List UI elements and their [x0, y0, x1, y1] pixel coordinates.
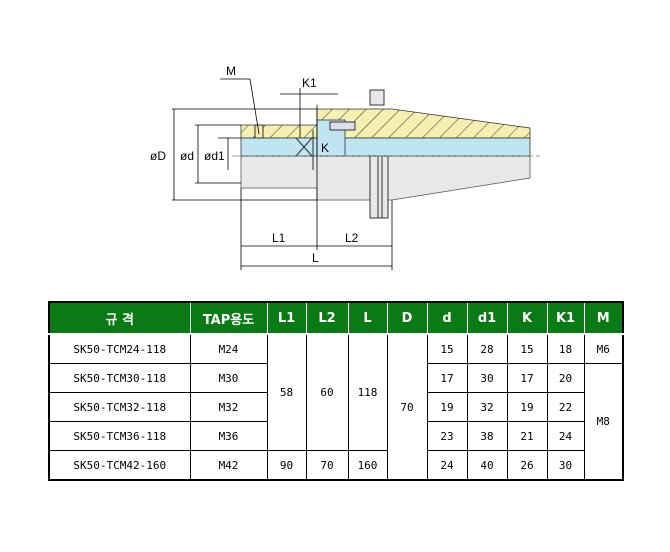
table-row: SK50-TCM42-160 M42 90 70 160 24 40 26 30 [48, 450, 623, 481]
col-model: 규 격 [48, 301, 191, 335]
cell-K1: 20 [546, 363, 585, 393]
cell-d1: 30 [466, 363, 508, 393]
cell-L2: 70 [305, 450, 349, 481]
table-row: SK50-TCM24-118 M24 58 60 118 70 15 28 15… [48, 333, 624, 481]
label-K: K [321, 141, 329, 155]
col-tap: TAP용도 [189, 301, 268, 335]
col-M: M [583, 301, 624, 335]
cell-D: 70 [386, 333, 428, 481]
cell-d: 23 [426, 421, 468, 451]
table-header-row: 규 격 TAP용도 L1 L2 L D d d1 K K1 M [48, 301, 624, 335]
cell-tap: M36 [189, 421, 268, 451]
col-d: d [426, 301, 468, 335]
label-d1: ød1 [204, 149, 225, 163]
cell-K: 19 [506, 392, 548, 422]
cell-tap: M42 [189, 450, 268, 481]
cell-K: 26 [506, 450, 548, 481]
cell-K1: 18 [546, 333, 585, 364]
col-K: K [506, 301, 548, 335]
cell-K: 17 [506, 363, 548, 393]
cell-tap: M30 [189, 363, 268, 393]
cell-K1: 30 [546, 450, 585, 481]
cell-L: 118 [347, 333, 388, 451]
col-L: L [347, 301, 388, 335]
col-D: D [386, 301, 428, 335]
cell-K1: 22 [546, 392, 585, 422]
cell-L1: 58 [266, 333, 307, 451]
flange [369, 89, 385, 106]
cell-d: 17 [426, 363, 468, 393]
cell-model: SK50-TCM30-118 [48, 363, 191, 393]
col-d1: d1 [466, 301, 508, 335]
bore-section [240, 137, 531, 157]
spec-table: 규 격 TAP용도 L1 L2 L D d d1 K K1 M SK50-TCM… [48, 301, 624, 481]
cell-d1: 32 [466, 392, 508, 422]
cell-model: SK50-TCM36-118 [48, 421, 191, 451]
label-L1: L1 [272, 231, 286, 245]
cell-L1: 90 [266, 450, 307, 481]
cell-d: 15 [426, 333, 468, 364]
cell-L2: 60 [305, 333, 349, 451]
cell-M: M8 [583, 363, 624, 481]
cell-M: M6 [583, 333, 624, 364]
cell-K: 15 [506, 333, 548, 364]
label-L: L [312, 251, 319, 265]
cell-d1: 28 [466, 333, 508, 364]
cell-d: 19 [426, 392, 468, 422]
label-D: øD [150, 149, 166, 163]
label-d: ød [180, 149, 194, 163]
holder-section-hatched [240, 108, 531, 139]
label-L2: L2 [345, 231, 359, 245]
col-K1: K1 [546, 301, 585, 335]
col-L1: L1 [266, 301, 307, 335]
cell-tap: M24 [189, 333, 268, 364]
label-K1: K1 [302, 76, 317, 90]
cell-model: SK50-TCM24-118 [48, 333, 191, 364]
cell-model: SK50-TCM42-160 [48, 450, 191, 481]
cell-K1: 24 [546, 421, 585, 451]
cell-L: 160 [347, 450, 388, 481]
table-row: SK50-TCM36-118 M36 23 38 21 24 [48, 421, 623, 451]
cell-d1: 38 [466, 421, 508, 451]
table-row: SK50-TCM32-118 M32 19 32 19 22 [48, 392, 623, 422]
cell-model: SK50-TCM32-118 [48, 392, 191, 422]
tool-holder-drawing: M K1 K øD ød ød1 L1 L2 L [150, 64, 540, 270]
cell-d: 24 [426, 450, 468, 481]
cell-d1: 40 [466, 450, 508, 481]
label-M: M [226, 64, 236, 78]
col-L2: L2 [305, 301, 349, 335]
cell-tap: M32 [189, 392, 268, 422]
cell-K: 21 [506, 421, 548, 451]
